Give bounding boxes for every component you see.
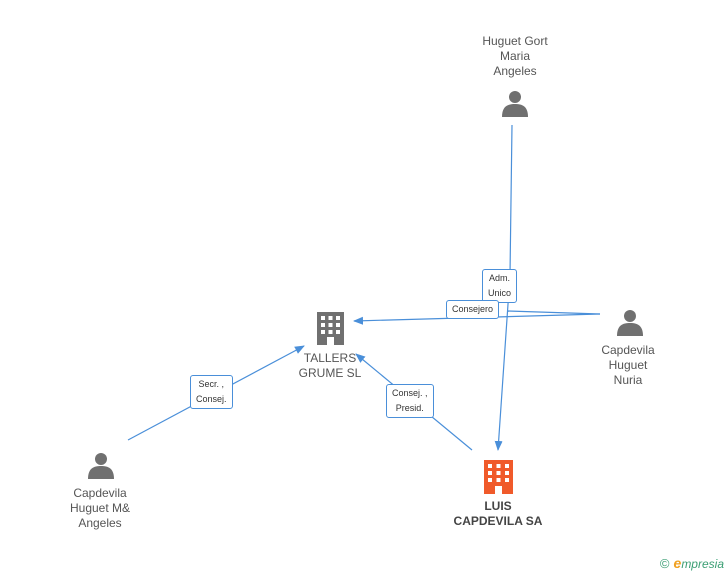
node-label-tallers-grume[interactable]: TALLERS GRUME SL [290, 351, 370, 381]
edge-label-line: Consejero [452, 304, 494, 314]
edge-label-adm-unico[interactable]: Adm. Unico [482, 269, 518, 303]
edge-label-line: Consej. [196, 394, 227, 404]
copyright-icon: © [659, 555, 670, 571]
node-label-line: Maria [499, 49, 530, 63]
node-label-line: Huguet Gort [482, 34, 548, 48]
edge-label-line: Presid. [395, 403, 424, 413]
person-icon[interactable] [88, 453, 114, 479]
node-label-line: Nuria [613, 373, 643, 387]
node-label-luis-capdevila[interactable]: LUIS CAPDEVILA SA [448, 499, 548, 529]
edge-label-consej-presid[interactable]: Consej. , Presid. [386, 384, 434, 418]
node-label-line: TALLERS [303, 351, 357, 365]
edge-label-line: Unico [488, 288, 512, 298]
edge-label-secr-consej[interactable]: Secr. , Consej. [190, 375, 233, 409]
brand-name: mpresia [681, 557, 724, 571]
node-label-huguet-gort[interactable]: Huguet Gort Maria Angeles [470, 34, 560, 79]
building-icon[interactable] [317, 312, 344, 345]
node-label-line: GRUME SL [298, 366, 362, 380]
node-label-line: Angeles [78, 516, 122, 530]
node-label-line: Huguet M& [69, 501, 131, 515]
node-label-line: CAPDEVILA SA [453, 514, 543, 528]
edge-label-line: Consej. , [392, 388, 428, 398]
edge-label-line: Adm. [489, 273, 511, 283]
node-label-line: Capdevila [73, 486, 127, 500]
node-label-capdevila-nuria[interactable]: Capdevila Huguet Nuria [588, 343, 668, 388]
brand-e: e [673, 555, 682, 571]
brand-logo: © empresia [660, 555, 724, 571]
edge-label-consejero[interactable]: Consejero [446, 300, 500, 319]
building-icon[interactable] [484, 460, 513, 494]
person-icon[interactable] [617, 310, 643, 336]
person-icon[interactable] [502, 91, 528, 117]
node-label-capdevila-mangeles[interactable]: Capdevila Huguet M& Angeles [58, 486, 142, 531]
node-label-line: Angeles [493, 64, 537, 78]
node-label-line: LUIS [484, 499, 512, 513]
edge-capdevila-nuria-to-luis [507, 310, 601, 315]
edge-label-line: Secr. , [198, 379, 225, 389]
node-label-line: Huguet [608, 358, 648, 372]
node-label-line: Capdevila [601, 343, 655, 357]
